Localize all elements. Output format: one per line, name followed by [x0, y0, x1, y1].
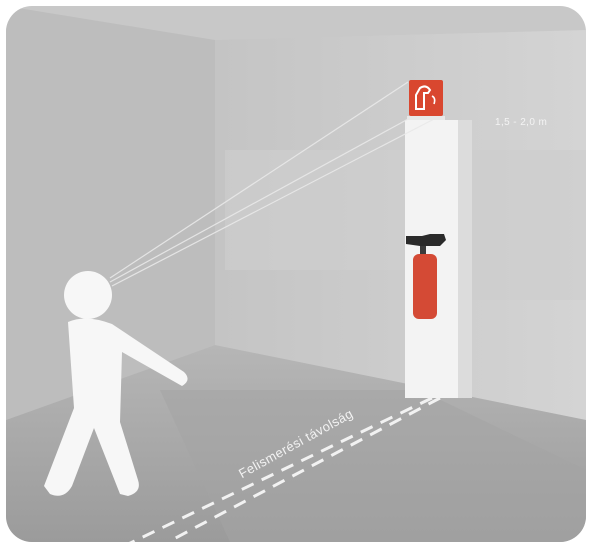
height-label: 1,5 - 2,0 m — [495, 117, 547, 128]
shelf — [225, 150, 405, 270]
pillar-side — [458, 120, 472, 398]
fire-extinguisher-sign-icon — [407, 80, 445, 120]
extinguisher-bracket — [420, 246, 426, 254]
fire-extinguisher — [413, 254, 437, 319]
shelf — [460, 150, 586, 300]
